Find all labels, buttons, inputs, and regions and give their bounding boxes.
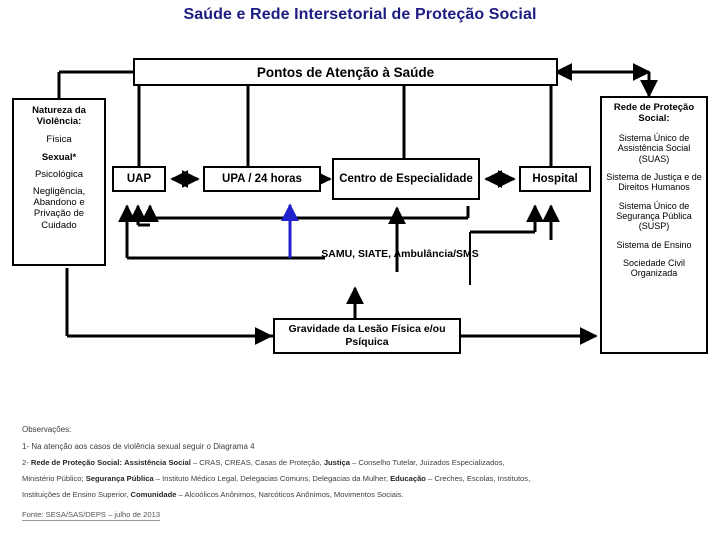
node-gravidade-da-lesao: Gravidade da Lesão Física e/ou Psíquica (273, 318, 461, 354)
obs2-text-assistencia: – CRAS, CREAS, Casas de Proteção, (190, 458, 324, 468)
obs2-label-assistencia: Assistência Social (124, 458, 191, 468)
source-note: Fonte: SESA/SAS/DEPS – julho de 2013 (22, 510, 161, 521)
obs2-label-rede: Rede de Proteção Social: (30, 458, 123, 468)
rede-item-susp: Sistema Único de Segurança Pública (SUSP… (616, 200, 692, 232)
observacao-2-line-3: Instituições de Ensino Superior, Comunid… (22, 489, 712, 500)
obs2-label-justica: Justiça (323, 458, 350, 468)
obs2-text-seguranca: – Instituto Médico Legal, Delegacias Com… (153, 474, 391, 484)
observacao-2-line-1: 2- Rede de Proteção Social: Assistência … (22, 457, 712, 468)
node-upa-24-horas: UPA / 24 horas (203, 166, 321, 192)
natureza-item-sexual: Sexual* (41, 151, 77, 163)
obs2-prefix: 2- (22, 458, 31, 468)
obs2-label-comunidade: Comunidade (130, 490, 177, 500)
observacoes-block: Observações: 1- Na atenção aos casos de … (22, 424, 712, 505)
node-centro-de-especialidade: Centro de Especialidade (332, 158, 480, 200)
node-gravidade-label: Gravidade da Lesão Física e/ou Psíquica (288, 322, 446, 348)
node-hospital-label: Hospital (532, 173, 578, 185)
node-natureza-da-violencia: Natureza da Violência: Física Sexual* Ps… (12, 98, 106, 266)
obs2-label-educacao: Educação (390, 474, 426, 484)
natureza-item-psicologica: Psicológica (34, 168, 84, 180)
node-uap: UAP (112, 166, 166, 192)
rede-item-sociedade-civil: Sociedade Civil Organizada (622, 257, 686, 279)
obs2-label-seguranca: Segurança Pública (85, 474, 154, 484)
observacao-1: 1- Na atenção aos casos de violência sex… (22, 441, 255, 451)
node-pontos-de-atencao: Pontos de Atenção à Saúde (133, 58, 558, 86)
observacoes-heading: Observações: (22, 425, 72, 434)
natureza-heading: Natureza da Violência: (32, 105, 86, 128)
node-pontos-label: Pontos de Atenção à Saúde (256, 64, 435, 80)
node-uap-label: UAP (126, 173, 152, 185)
obs2-text-ensino: Instituições de Ensino Superior, (22, 490, 131, 500)
obs2-text-educacao: – Creches, Escolas, Institutos, (425, 474, 531, 484)
rede-item-suas: Sistema Único de Assistência Social (SUA… (617, 132, 691, 164)
natureza-item-fisica: Física (46, 134, 72, 146)
page-title: Saúde e Rede Intersetorial de Proteção S… (183, 6, 537, 23)
node-centro-label: Centro de Especialidade (339, 172, 473, 185)
node-rede-de-protecao-social: Rede de Proteção Social: Sistema Único d… (600, 96, 708, 354)
node-upa-label: UPA / 24 horas (222, 173, 302, 185)
node-samu-siate-ambulancia: SAMU, SIATE, Ambulância/SMS (321, 248, 479, 260)
obs2-text-comunidade: – Alcoólicos Anônimos, Narcóticos Anônim… (176, 490, 404, 500)
observacao-2-line-2: Ministério Público; Segurança Pública – … (22, 473, 712, 484)
natureza-item-negligencia: Negligência, Abandono e Privação de Cuid… (32, 186, 86, 231)
obs2-text-justica: – Conselho Tutelar, Juizados Especializa… (349, 458, 505, 468)
rede-item-ensino: Sistema de Ensino (616, 239, 692, 250)
node-hospital: Hospital (519, 166, 591, 192)
rede-heading: Rede de Proteção Social: (613, 102, 695, 124)
obs2-text-mp: Ministério Público; (22, 474, 86, 484)
rede-item-justica: Sistema de Justiça e de Direitos Humanos (606, 171, 702, 193)
